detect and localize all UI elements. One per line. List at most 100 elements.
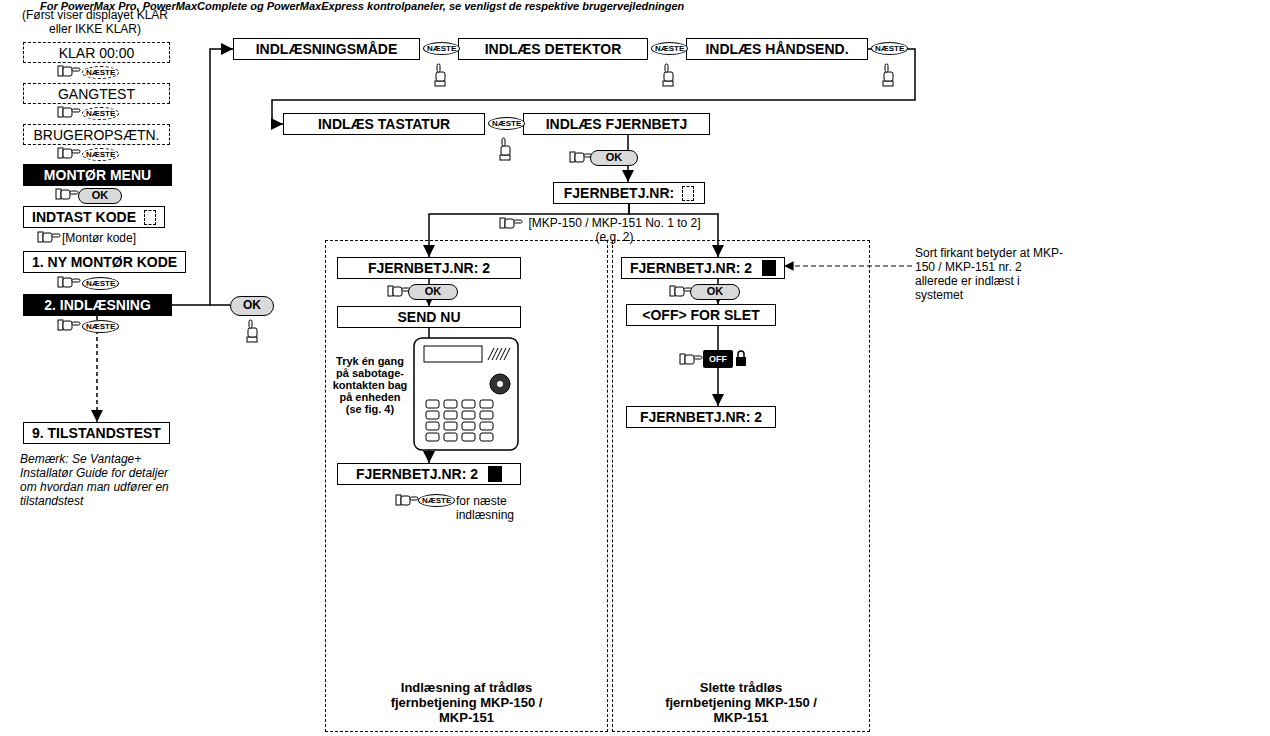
hand-icon — [388, 286, 410, 296]
display-box: FJERNBETJ.NR: 2 — [337, 463, 521, 485]
key — [480, 400, 493, 408]
note-text: For PowerMax Pro, PowerMaxComplete og Po… — [40, 0, 1240, 12]
display-box: FJERNBETJ.NR: — [553, 182, 705, 204]
enrolled-marker — [488, 466, 502, 482]
display-box: FJERNBETJ.NR: 2 — [621, 257, 785, 279]
hand-icon — [58, 66, 80, 76]
display-box: INDLÆS FJERNBETJ — [523, 113, 710, 135]
display-box: FJERNBETJ.NR: 2 — [337, 257, 521, 279]
display-box: INDLÆS DETEKTOR — [458, 38, 648, 60]
key-button: NÆSTE — [418, 494, 455, 507]
display-text: INDLÆS HÅNDSEND. — [705, 41, 848, 57]
hand-icon — [670, 286, 692, 296]
display-text: INDLÆS FJERNBETJ — [546, 116, 688, 132]
note-text: (Først viser displayet KLAR eller IKKE K… — [20, 8, 170, 36]
key-button: NÆSTE — [82, 107, 119, 120]
display-box: 1. NY MONTØR KODE — [23, 251, 186, 273]
display-box: INDLÆSNINGSMÅDE — [233, 38, 420, 60]
display-text: INDLÆSNINGSMÅDE — [256, 41, 398, 57]
display-text: FJERNBETJ.NR: 2 — [356, 466, 478, 482]
lock-symbol — [736, 357, 746, 366]
key-button: NÆSTE — [423, 42, 460, 55]
display-text: KLAR 00:00 — [59, 45, 135, 61]
display-box: GANGTEST — [23, 83, 170, 104]
display-box: 2. INDLÆSNING — [23, 294, 172, 316]
hand-icon — [663, 64, 673, 86]
hand-icon — [247, 320, 257, 342]
key-button: NÆSTE — [82, 277, 119, 290]
display-text: FJERNBETJ.NR: 2 — [368, 260, 490, 276]
hand-icon — [58, 148, 80, 158]
note-text: Sort firkant betyder at MKP-150 / MKP-15… — [915, 246, 1065, 302]
key-button: NÆSTE — [82, 66, 119, 79]
key-button: OK — [590, 150, 638, 166]
leader-line — [784, 265, 912, 266]
input-field — [682, 186, 694, 201]
hand-icon — [396, 495, 418, 505]
group-caption: Indlæsning af trådløs fjernbetjening MKP… — [326, 680, 607, 725]
key — [462, 400, 475, 408]
display-box: INDLÆS HÅNDSEND. — [686, 38, 868, 60]
button-stub — [210, 304, 230, 306]
hand-icon — [435, 64, 445, 86]
key-button: NÆSTE — [82, 148, 119, 161]
display-text: <OFF> FOR SLET — [642, 307, 759, 323]
display-text: MONTØR MENU — [44, 167, 151, 183]
display-box: SEND NU — [337, 306, 521, 328]
hand-icon — [58, 320, 80, 330]
display-text: GANGTEST — [58, 86, 135, 102]
hand-icon — [500, 138, 510, 160]
note-text: Tryk én gang på sabotage-kontakten bag p… — [330, 355, 410, 415]
key-button: NÆSTE — [82, 320, 119, 333]
display-text: FJERNBETJ.NR: 2 — [640, 409, 762, 425]
hand-icon — [56, 189, 78, 199]
group-frame: Slette trådløs fjernbetjening MKP-150 / … — [612, 240, 870, 732]
display-box: 9. TILSTANDSTEST — [23, 422, 170, 444]
hand-icon — [680, 354, 702, 364]
note-text: [MKP-150 / MKP-151 No. 1 to 2] (e.g. 2) — [522, 216, 707, 244]
key — [480, 433, 493, 441]
display-text: INDLÆS DETEKTOR — [485, 41, 622, 57]
key-button: OFF — [703, 350, 733, 368]
display-box: INDLÆS TASTATUR — [283, 113, 485, 135]
enrolled-marker — [762, 260, 776, 276]
key — [426, 400, 439, 408]
key-button: NÆSTE — [488, 117, 525, 130]
hand-icon — [38, 232, 60, 242]
display-box: MONTØR MENU — [23, 164, 172, 186]
key — [462, 411, 475, 419]
key-button: OK — [408, 284, 458, 300]
display-text: SEND NU — [397, 309, 460, 325]
key — [480, 411, 493, 419]
display-text: 9. TILSTANDSTEST — [32, 425, 161, 441]
hand-icon — [58, 277, 80, 287]
display-text: 1. NY MONTØR KODE — [32, 254, 177, 270]
key-button: OK — [78, 188, 122, 204]
lock-shackle — [738, 351, 744, 357]
display-box: BRUGEROPSÆTN. — [23, 124, 170, 145]
display-text: INDLÆS TASTATUR — [318, 116, 450, 132]
hand-icon — [883, 64, 893, 86]
display-text: INDTAST KODE — [32, 209, 136, 225]
display-text: FJERNBETJ.NR: 2 — [630, 260, 752, 276]
group-frame: Indlæsning af trådløs fjernbetjening MKP… — [325, 240, 608, 732]
group-caption: Slette trådløs fjernbetjening MKP-150 / … — [613, 680, 869, 725]
key-button: NÆSTE — [871, 42, 908, 55]
display-text: BRUGEROPSÆTN. — [33, 127, 159, 143]
key — [444, 400, 457, 408]
display-text: FJERNBETJ.NR: — [564, 185, 674, 201]
key — [480, 422, 493, 430]
key — [462, 433, 475, 441]
keypad-illustration — [414, 338, 518, 450]
key-button: OK — [230, 296, 274, 316]
display-box: FJERNBETJ.NR: 2 — [626, 406, 776, 428]
key — [444, 411, 457, 419]
note-text: for næste indlæsning — [456, 494, 536, 522]
display-box: INDTAST KODE — [23, 206, 165, 228]
key — [426, 422, 439, 430]
key — [444, 433, 457, 441]
key — [462, 422, 475, 430]
note-text: [Montør kode] — [62, 231, 162, 245]
